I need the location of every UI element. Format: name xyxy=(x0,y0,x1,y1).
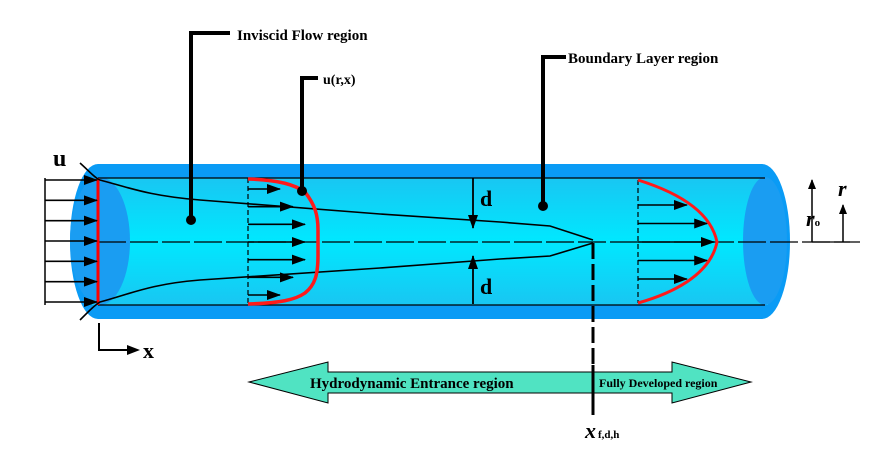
developed-profile-curve xyxy=(637,178,719,305)
region-arrow: Hydrodynamic Entrance region Fully Devel… xyxy=(247,361,753,412)
pipe-radius-label: ro xyxy=(806,206,821,231)
inlet-velocity-label: u xyxy=(53,146,66,172)
developing-profile xyxy=(247,177,320,306)
axial-axis: x xyxy=(98,323,154,363)
callout-inviscid: Inviscid Flow region xyxy=(186,28,368,225)
callout-velocity-profile: u(r,x) xyxy=(297,73,356,196)
thickness-label-top: d xyxy=(480,186,492,211)
developing-profile-curve xyxy=(247,177,320,306)
boundary-layer-top xyxy=(79,162,594,241)
inviscid-flow-label: Inviscid Flow region xyxy=(237,28,368,44)
pipe xyxy=(70,164,860,319)
inlet-profile xyxy=(44,175,100,307)
callout-boundary-layer: Boundary Layer region xyxy=(538,51,719,211)
axial-coord-label: x xyxy=(143,338,154,363)
velocity-profile-label: u(r,x) xyxy=(323,73,356,88)
pipe-outlet-face xyxy=(743,177,787,305)
developed-profile xyxy=(637,178,719,305)
radius-indicators: ro r xyxy=(806,176,850,243)
entrance-region-label: Hydrodynamic Entrance region xyxy=(310,376,514,392)
boundary-layer-label: Boundary Layer region xyxy=(568,51,719,67)
boundary-layer-bottom xyxy=(79,242,594,321)
developed-region-label: Fully Developed region xyxy=(599,376,718,390)
thickness-label-bottom: d xyxy=(480,274,492,299)
pipe-inlet-face xyxy=(70,177,130,305)
radial-coord-label: r xyxy=(838,176,847,201)
